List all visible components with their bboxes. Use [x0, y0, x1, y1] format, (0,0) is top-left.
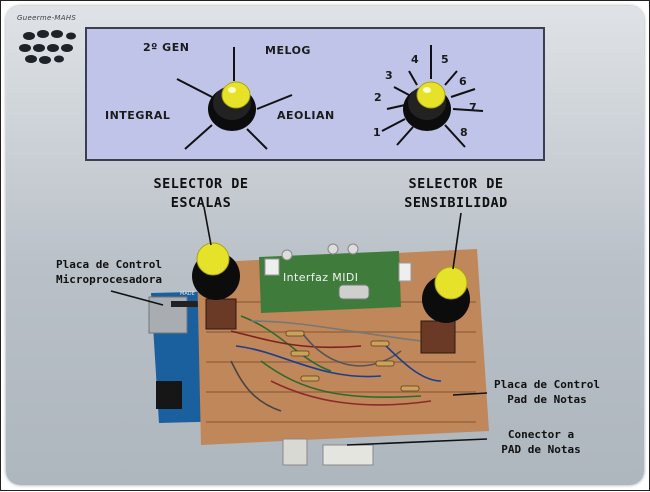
label-2-gen: 2º GEN: [143, 41, 190, 54]
label-melog: MELOG: [265, 44, 311, 57]
selector-escalas-line2: ESCALAS: [170, 195, 232, 211]
scale-knob-icon: [208, 81, 256, 131]
logo-dots-icon: [19, 30, 76, 64]
placa-pad-line2: Pad de Notas: [507, 393, 587, 406]
panel-lines: [176, 45, 484, 150]
sens-label-6: 6: [459, 75, 467, 88]
sensitivity-knob-icon: [403, 81, 451, 131]
placa-micro-line1: Placa de Control: [56, 258, 162, 271]
made-text: MADE: [180, 291, 195, 297]
selector-sensibilidad-line1: SELECTOR DE: [408, 176, 504, 192]
logo-text: Gueerme-MAHS: [17, 14, 77, 22]
conector-line2: PAD de Notas: [501, 443, 581, 456]
front-panel-diagram: 2º GEN MELOG INTEGRAL AEOLIAN 1 2 3 4 5 …: [85, 27, 545, 161]
sens-label-4: 4: [411, 53, 419, 66]
placa-pad-line1: Placa de Control: [494, 378, 600, 391]
conector-line1: Conector a: [507, 428, 575, 441]
selector-sensibilidad-line2: SENSIBILIDAD: [404, 195, 508, 211]
sens-label-1: 1: [373, 126, 381, 139]
sens-label-5: 5: [441, 53, 449, 66]
placa-micro-line2: Microprocesadora: [56, 273, 162, 286]
label-integral: INTEGRAL: [105, 109, 171, 122]
sens-label-3: 3: [385, 69, 393, 82]
sens-label-8: 8: [460, 126, 468, 139]
interfaz-midi-label: Interfaz MIDI: [283, 271, 359, 284]
label-aeolian: AEOLIAN: [277, 109, 335, 122]
sens-label-7: 7: [469, 101, 477, 114]
selector-escalas-line1: SELECTOR DE: [153, 176, 249, 192]
photo-knob-right-icon: [422, 266, 470, 323]
photo-knob-left-icon: [192, 242, 240, 300]
sens-label-2: 2: [374, 91, 382, 104]
